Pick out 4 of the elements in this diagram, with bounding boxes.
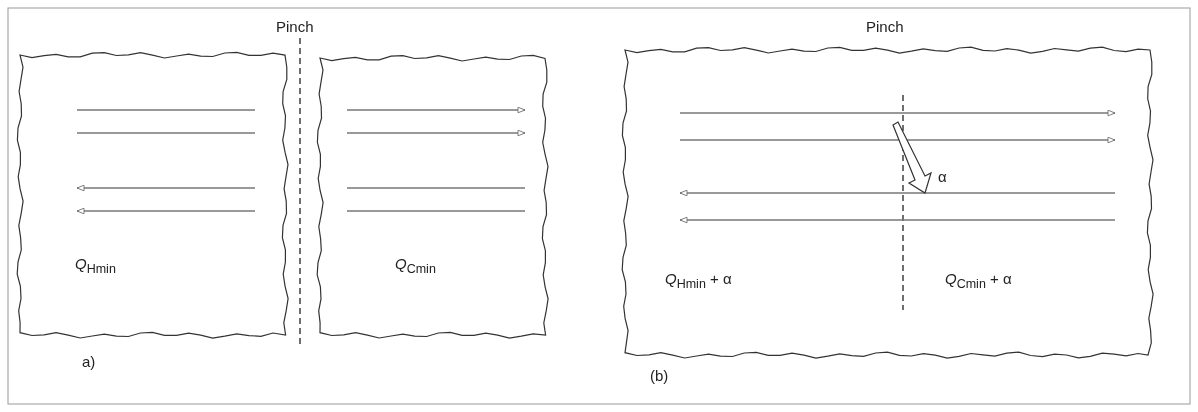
pinch-label: Pinch <box>276 18 314 35</box>
panel-label: a) <box>82 353 96 370</box>
pinch-label: Pinch <box>866 18 904 35</box>
panel-label: (b) <box>650 367 669 384</box>
